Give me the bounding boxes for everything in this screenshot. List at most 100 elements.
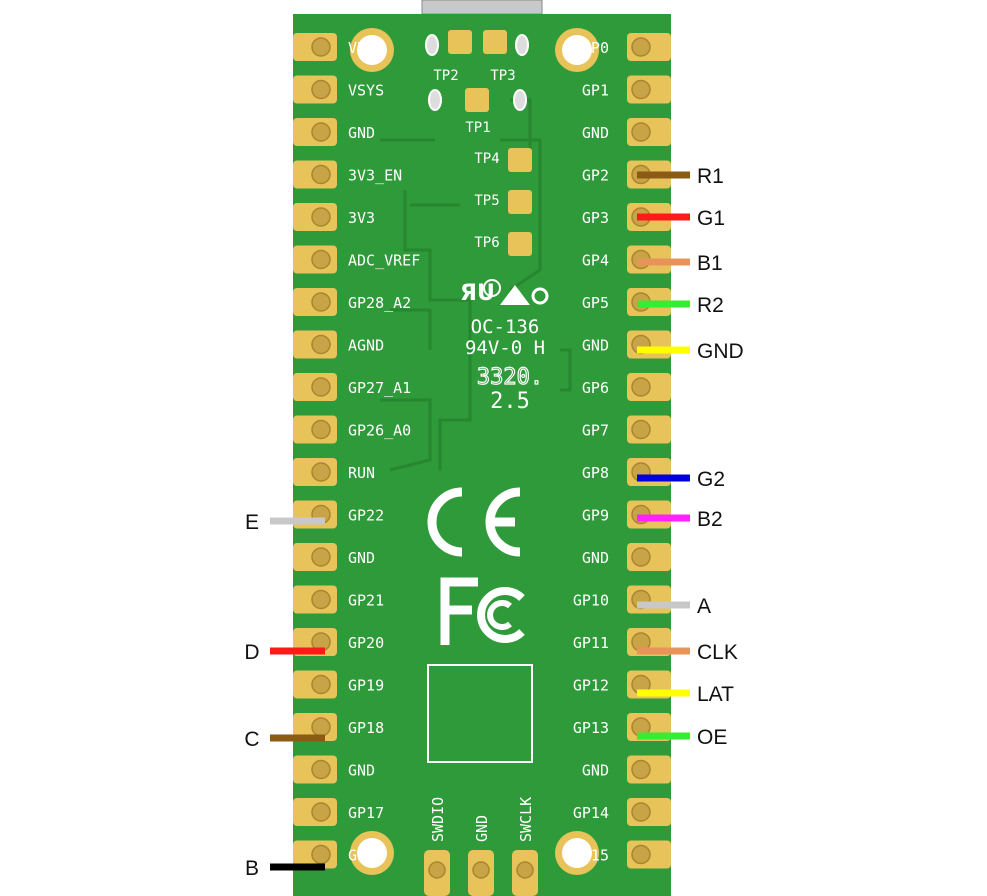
board-revision: 2.5 — [490, 389, 530, 414]
signal-label-a: A — [697, 595, 711, 618]
fcc-mark — [440, 577, 525, 645]
right-pin-label: GP7 — [582, 422, 609, 440]
test-point-label: TP5 — [474, 193, 499, 209]
right-pin-label: GND — [582, 337, 609, 355]
right-pin-label: GP5 — [582, 294, 609, 312]
right-pin-label: GP11 — [573, 634, 609, 652]
right-pin-label: GP3 — [582, 209, 609, 227]
left-pin-hole — [311, 802, 331, 822]
left-pin-label: GP20 — [348, 634, 384, 652]
right-pin-hole — [631, 419, 651, 440]
via — [425, 34, 439, 56]
flammability-rating: 94V-0 H — [465, 337, 545, 359]
via — [515, 34, 529, 56]
right-pin-hole — [631, 759, 651, 780]
right-pin-hole — [631, 547, 651, 567]
test-point-pad — [448, 30, 472, 54]
left-pin-hole — [311, 844, 331, 865]
left-pin-label: GP27_A1 — [348, 379, 411, 397]
left-pin-hole — [311, 547, 331, 567]
svg-text:ЯU: ЯU — [460, 281, 495, 306]
right-pin-label: GP12 — [573, 677, 609, 695]
left-pin-label: GND — [348, 549, 375, 567]
left-pin-hole — [311, 462, 331, 482]
via — [513, 89, 527, 111]
test-point-label: TP6 — [474, 235, 499, 251]
left-pin-label: ADC_VREF — [348, 252, 420, 270]
date-code: 3320. — [477, 365, 543, 390]
mounting-hole — [562, 838, 592, 868]
debug-pin-label: SWCLK — [517, 797, 535, 842]
left-pin-hole — [311, 377, 331, 397]
right-pin-label: GP13 — [573, 719, 609, 737]
left-pin-label: AGND — [348, 337, 384, 355]
signal-label-c: C — [244, 728, 259, 751]
left-pin-label: GP19 — [348, 677, 384, 695]
left-pin-hole — [311, 717, 331, 737]
signal-label-r2: R2 — [697, 294, 724, 317]
left-pin-hole — [311, 674, 331, 695]
left-pin-label: GP21 — [348, 592, 384, 610]
signal-label-g1: G1 — [697, 207, 725, 230]
left-pin-hole — [311, 292, 331, 312]
left-pin-label: VSYS — [348, 82, 384, 100]
left-pin-hole — [311, 419, 331, 440]
right-pin-label: GND — [582, 762, 609, 780]
right-pin-label: GP9 — [582, 507, 609, 525]
left-pin-hole — [311, 589, 331, 610]
right-pin-hole — [631, 377, 651, 397]
test-point-label: TP4 — [474, 151, 499, 167]
mounting-hole — [357, 838, 387, 868]
left-pin-label: GP17 — [348, 804, 384, 822]
left-pin-label: GP16 — [348, 847, 384, 865]
signal-label-b2: B2 — [697, 508, 723, 531]
test-point-pad — [508, 190, 532, 214]
right-pin-hole — [631, 79, 651, 100]
right-pin-label: GP15 — [573, 847, 609, 865]
right-pin-label: GP1 — [582, 82, 609, 100]
test-point-pad — [508, 232, 532, 256]
test-point-label: TP1 — [465, 120, 490, 136]
usb-connector — [421, 0, 543, 15]
left-pin-label: 3V3_EN — [348, 167, 402, 185]
right-pin-label: GND — [582, 124, 609, 142]
test-point-pad — [508, 148, 532, 172]
test-point-pad — [465, 88, 489, 112]
right-pin-label: GP10 — [573, 592, 609, 610]
left-pin-label: 3V3 — [348, 209, 375, 227]
left-pin-hole — [311, 334, 331, 355]
signal-label-lat: LAT — [697, 683, 734, 706]
right-pin-label: GP2 — [582, 167, 609, 185]
left-pin-label: RUN — [348, 464, 375, 482]
debug-pin-hole — [516, 861, 534, 879]
signal-label-g2: G2 — [697, 468, 725, 491]
ce-mark — [427, 487, 521, 557]
left-pin-label: GP26_A0 — [348, 422, 411, 440]
signal-label-b: B — [245, 857, 259, 880]
left-pin-label: VBUS — [348, 39, 384, 57]
left-pin-label: GND — [348, 762, 375, 780]
left-pin-label: GP18 — [348, 719, 384, 737]
debug-pin-hole — [428, 861, 446, 879]
signal-label-clk: CLK — [697, 641, 738, 664]
left-pin-hole — [311, 759, 331, 780]
via — [428, 89, 442, 111]
left-pin-label: GND — [348, 124, 375, 142]
signal-label-b1: B1 — [697, 252, 723, 275]
left-pin-label: GP22 — [348, 507, 384, 525]
signal-label-d: D — [244, 641, 259, 664]
signal-label-r1: R1 — [697, 165, 724, 188]
ul-code: OC-136 — [471, 316, 540, 338]
right-pin-label: GND — [582, 549, 609, 567]
right-pin-label: GP4 — [582, 252, 609, 270]
pcb — [293, 14, 671, 896]
debug-pin-label: SWDIO — [429, 797, 447, 842]
debug-pin-label: GND — [473, 815, 491, 842]
left-pin-hole — [311, 164, 331, 185]
signal-label-gnd: GND — [697, 340, 744, 363]
test-point-label: TP2 — [433, 68, 458, 84]
right-pin-label: GP0 — [582, 39, 609, 57]
left-pin-hole — [311, 122, 331, 142]
